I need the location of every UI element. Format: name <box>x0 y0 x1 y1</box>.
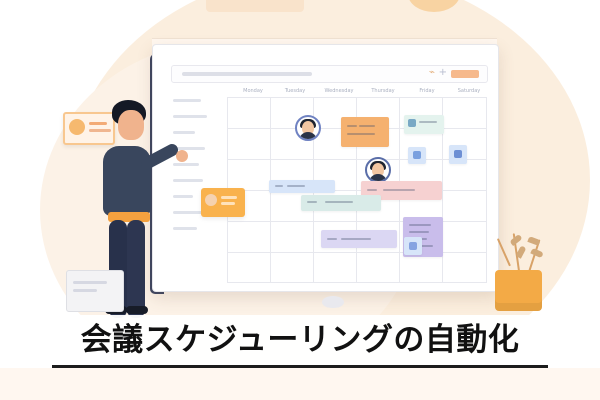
person-hand <box>176 150 188 162</box>
meeting-event-card <box>269 180 335 193</box>
laptop-line <box>73 289 97 292</box>
event-dash <box>327 238 337 240</box>
calendar-grid: Monday Tuesday Wednesday Thursday Friday… <box>227 89 487 283</box>
sidebar-line <box>173 211 207 214</box>
profile-card <box>63 112 115 145</box>
avatar-body <box>369 174 387 181</box>
event-dash <box>367 189 377 191</box>
sidebar-line <box>173 147 205 150</box>
calendar-icon: ⌁ <box>428 67 435 78</box>
event-dash <box>275 185 283 187</box>
day-label-wednesday: Wednesday <box>324 88 354 94</box>
sidebar-line <box>173 163 199 166</box>
event-dash <box>359 125 375 127</box>
event-dash <box>307 201 317 203</box>
event-dash <box>409 224 431 226</box>
meeting-event-card <box>341 117 389 147</box>
event-icon <box>454 150 462 158</box>
grid-row-line <box>227 159 487 160</box>
calendar-window: ⌁ + Monday Tuesday Wednesday Thursday Fr… <box>152 44 499 292</box>
event-dash <box>325 201 353 203</box>
meeting-event-card <box>404 115 444 134</box>
event-dash <box>383 189 415 191</box>
event-dash <box>341 238 371 240</box>
event-icon <box>413 151 421 159</box>
laptop-line <box>73 281 107 284</box>
plant-box <box>495 270 542 311</box>
day-label-saturday: Saturday <box>457 88 481 94</box>
meeting-event-card <box>301 195 381 211</box>
decorative-top-circle <box>408 0 460 12</box>
calendar-toolbar: ⌁ + <box>171 65 488 83</box>
page-title: 会議スケジューリングの自動化 <box>80 321 520 358</box>
avatar-face <box>302 121 314 135</box>
bottom-fade <box>0 368 600 400</box>
person-torso <box>103 146 151 216</box>
note-line <box>221 202 235 205</box>
event-icon <box>408 119 416 127</box>
grid-row-line <box>227 190 487 191</box>
meeting-avatar <box>295 115 321 141</box>
note-avatar <box>205 194 217 206</box>
title-band: 会議スケジューリングの自動化 <box>52 315 548 368</box>
meeting-event-card <box>404 237 422 255</box>
calendar-sidebar <box>173 93 215 263</box>
person-leg-right <box>127 220 145 318</box>
event-dash <box>409 231 429 233</box>
note-card <box>201 188 245 217</box>
grid-row-line <box>227 221 487 222</box>
event-icon <box>409 242 417 250</box>
sidebar-line <box>173 227 197 230</box>
grid-row-line <box>227 282 487 283</box>
sidebar-line <box>173 99 201 102</box>
laptop-illustration <box>66 270 124 312</box>
person-shoe-right <box>126 306 148 314</box>
event-dash <box>347 133 375 135</box>
meeting-event-card <box>449 145 467 164</box>
toolbar-search-placeholder <box>182 72 312 76</box>
event-dash <box>287 185 305 187</box>
add-icon: + <box>438 67 447 78</box>
person-head <box>118 110 144 140</box>
decorative-top-panel <box>206 0 304 12</box>
mouse-illustration <box>322 296 344 308</box>
grid-row-line <box>227 97 487 98</box>
avatar-body <box>299 132 317 139</box>
meeting-event-card <box>321 230 397 248</box>
day-label-friday: Friday <box>419 88 435 94</box>
profile-line <box>89 129 111 132</box>
person-arm <box>139 141 181 172</box>
event-dash <box>347 125 357 127</box>
profile-line <box>89 122 107 125</box>
person-belt <box>108 212 150 222</box>
sidebar-line <box>173 195 193 198</box>
meeting-avatar <box>365 157 391 183</box>
grid-row-line <box>227 252 487 253</box>
event-dash <box>419 121 437 123</box>
toolbar-accent-button <box>451 70 479 78</box>
meeting-event-card <box>361 181 442 200</box>
day-label-monday: Monday <box>243 88 263 94</box>
sidebar-line <box>173 131 195 134</box>
note-line <box>221 196 237 199</box>
sidebar-line <box>173 179 203 182</box>
day-label-tuesday: Tuesday <box>284 88 306 94</box>
meeting-event-card <box>408 147 426 164</box>
avatar-face <box>372 163 384 177</box>
profile-avatar <box>69 119 85 135</box>
sidebar-line <box>173 115 207 118</box>
day-label-thursday: Thursday <box>371 88 395 94</box>
